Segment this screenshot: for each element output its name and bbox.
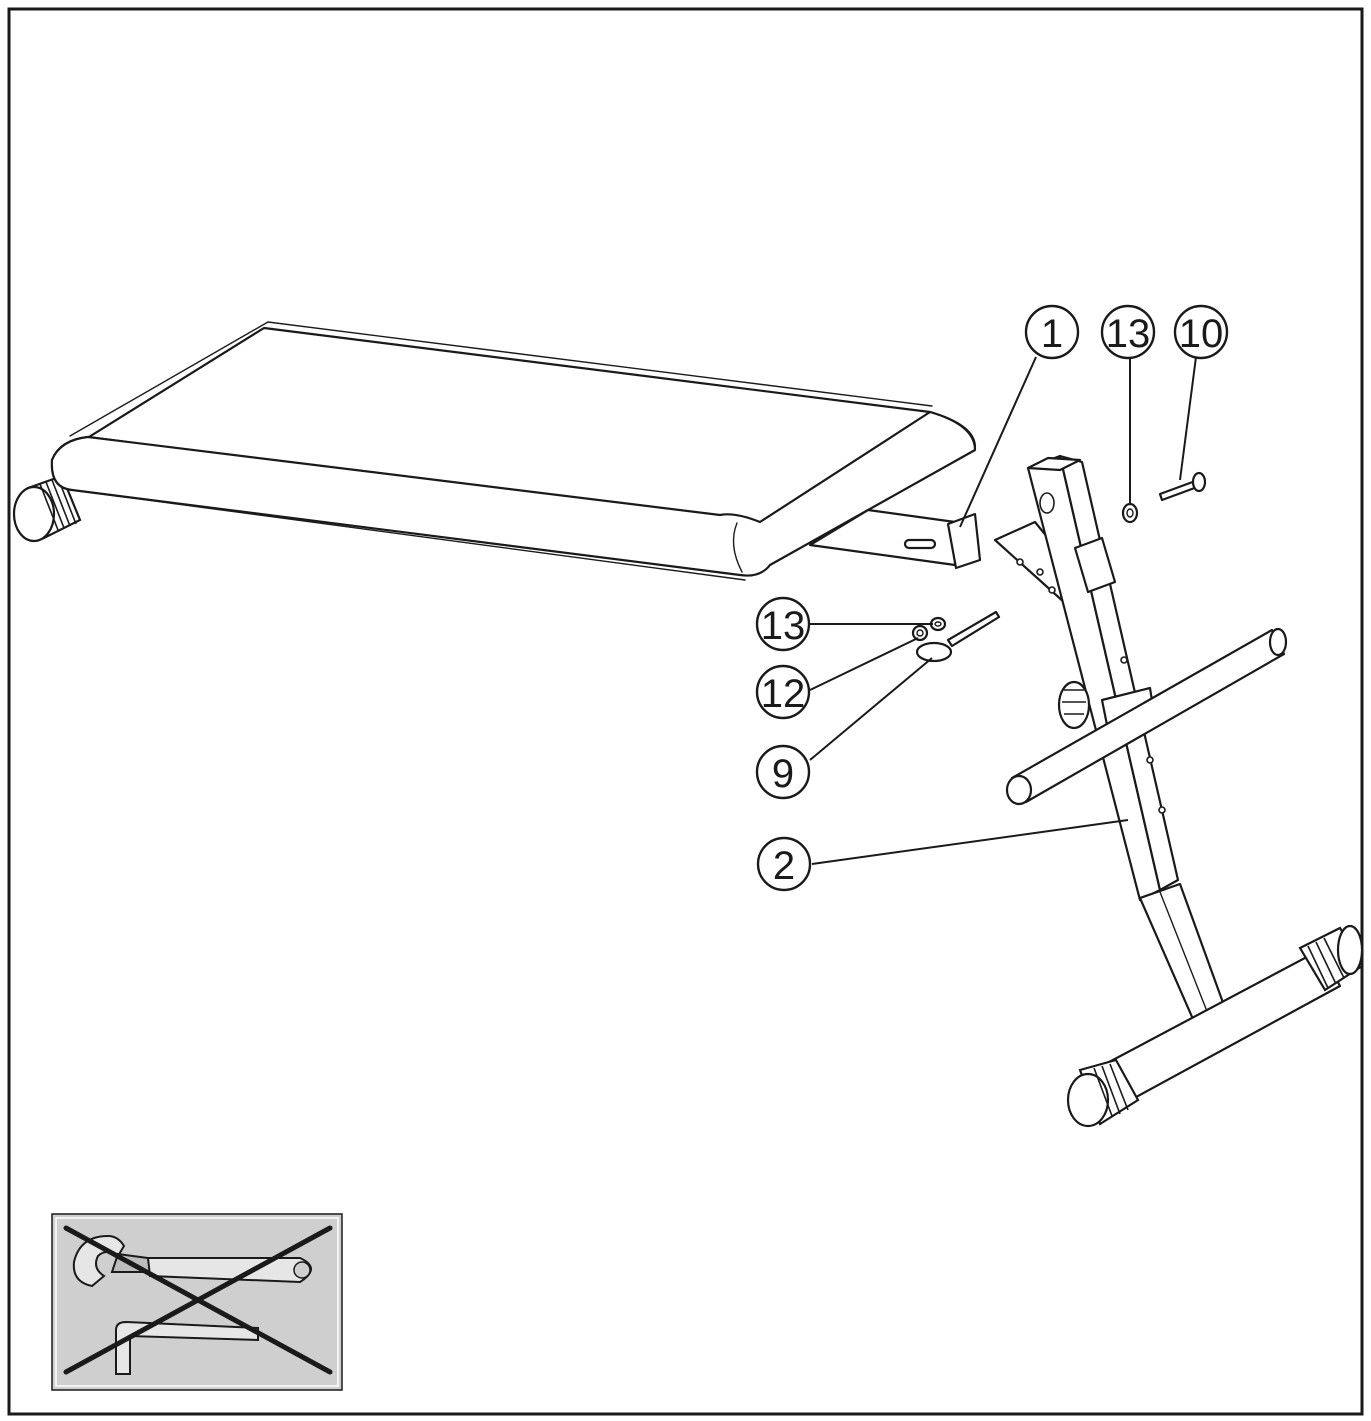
- callout-2: 2: [756, 836, 812, 892]
- callout-label: 1: [1041, 312, 1063, 356]
- bench-frame-leg: [993, 454, 1364, 1128]
- bolt-10: [1158, 471, 1207, 502]
- callout-10: 10: [1173, 304, 1229, 360]
- callout-label: 13: [761, 604, 806, 648]
- callout-label: 12: [761, 672, 806, 716]
- seat-foot-knob: [12, 474, 82, 543]
- callout-12: 12: [755, 664, 811, 720]
- frame-foot-knob-front: [1066, 1058, 1140, 1128]
- hex-key-icon: [115, 1320, 259, 1375]
- callout-1: 1: [1024, 304, 1080, 360]
- callout-label: 10: [1179, 312, 1224, 356]
- wrench-icon: [72, 1234, 312, 1288]
- cross-out-icon: [63, 1225, 333, 1375]
- seat-pad: [12, 321, 982, 581]
- callout-label: 9: [772, 752, 794, 796]
- callout-9: 9: [755, 744, 811, 800]
- frame-foot-knob-back: [1298, 924, 1364, 992]
- leader-lines: [809, 356, 1197, 865]
- callout-13-lower: 13: [755, 596, 811, 652]
- washer-13-top: [1121, 502, 1139, 524]
- callout-label: 13: [1106, 312, 1151, 356]
- leg-crossbar: [1005, 627, 1288, 806]
- callout-13-top: 13: [1100, 304, 1156, 360]
- lower-hardware: [911, 610, 1001, 663]
- callout-label: 2: [773, 844, 795, 888]
- frame-adjust-knob: [1057, 680, 1091, 730]
- no-tools-notice: [51, 1213, 343, 1391]
